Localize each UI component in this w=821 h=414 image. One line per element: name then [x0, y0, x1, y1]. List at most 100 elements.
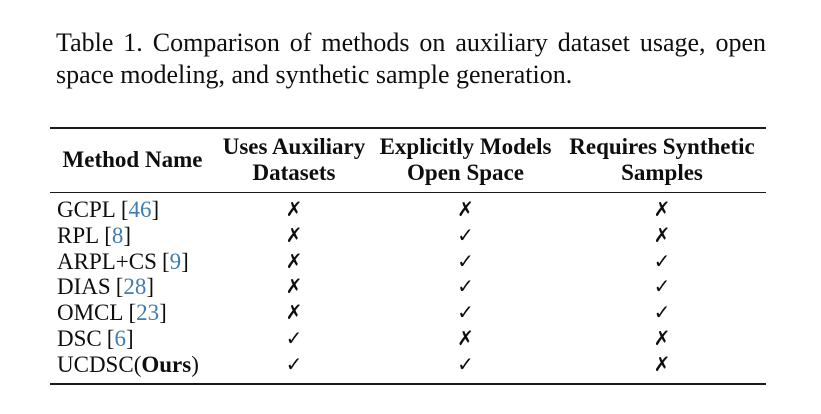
citation-bracket-open: [: [120, 197, 129, 222]
table-row: ARPL+CS[9] ✗ ✓ ✓: [50, 249, 766, 275]
column-header-method-name: Method Name: [62, 147, 203, 172]
citation-bracket-close: ]: [146, 274, 155, 300]
requires-synthetic-value: ✓: [558, 274, 766, 300]
citation-bracket-open: [: [104, 222, 112, 248]
uses-auxiliary-value: ✓: [215, 352, 373, 384]
uses-auxiliary-value: ✗: [215, 274, 373, 300]
citation-link[interactable]: 46: [128, 197, 152, 222]
models-open-space-value: ✓: [373, 249, 558, 275]
uses-auxiliary-value: ✗: [215, 193, 373, 223]
check-mark: ✓: [653, 274, 671, 299]
cross-mark: ✗: [653, 325, 671, 350]
requires-synthetic-value: ✓: [558, 249, 766, 275]
citation: [23]: [129, 300, 167, 325]
method-cell: GCPL[46]: [50, 193, 215, 223]
check-mark: ✓: [457, 274, 474, 299]
check-mark: ✓: [653, 248, 671, 273]
models-open-space-value: ✓: [373, 274, 558, 300]
citation-link[interactable]: 23: [136, 300, 160, 326]
citation-link[interactable]: 28: [123, 274, 147, 300]
citation-bracket-close: ]: [159, 300, 167, 326]
table-row: UCDSC(Ours) ✓ ✓ ✗: [50, 352, 766, 384]
citation-link[interactable]: 8: [111, 222, 124, 248]
method-cell: UCDSC(Ours): [50, 352, 215, 384]
citation: [9]: [162, 249, 189, 274]
citation-bracket-open: [: [161, 248, 170, 274]
ours-suffix: (Ours): [134, 352, 199, 377]
ours-paren-close: ): [191, 351, 199, 377]
cross-mark: ✗: [457, 325, 474, 350]
caption-text: Comparison of methods on auxiliary datas…: [56, 28, 767, 89]
citation-bracket-open: [: [115, 274, 124, 300]
models-open-space-value: ✓: [373, 223, 558, 249]
check-mark: ✓: [457, 222, 474, 247]
check-mark: ✓: [457, 248, 474, 273]
citation: [6]: [107, 326, 134, 351]
check-mark: ✓: [285, 351, 303, 376]
requires-synthetic-value: ✗: [558, 352, 766, 384]
cross-mark: ✗: [285, 300, 303, 325]
method-cell: DSC[6]: [50, 326, 215, 352]
table-caption: Table 1. Comparison of methods on auxili…: [56, 27, 766, 91]
requires-synthetic-value: ✗: [558, 223, 766, 249]
citation: [8]: [104, 223, 131, 248]
method-name: OMCL: [57, 300, 124, 326]
header-line: Explicitly Models: [379, 134, 552, 159]
citation-bracket-open: [: [106, 325, 115, 351]
header-line: Samples: [621, 160, 703, 185]
citation-link[interactable]: 9: [169, 248, 182, 274]
models-open-space-value: ✓: [373, 352, 558, 384]
uses-auxiliary-value: ✗: [215, 249, 373, 275]
citation: [28]: [116, 274, 154, 299]
method-name: ARPL+CS: [57, 248, 157, 274]
cross-mark: ✗: [285, 274, 303, 299]
cross-mark: ✗: [653, 222, 671, 247]
uses-auxiliary-value: ✓: [215, 326, 373, 352]
check-mark: ✓: [457, 351, 474, 376]
header-line: Datasets: [252, 160, 336, 185]
citation-bracket-open: [: [128, 300, 137, 326]
table-row: GCPL[46] ✗ ✗ ✗: [50, 193, 766, 223]
table-row: OMCL[23] ✗ ✓ ✓: [50, 300, 766, 326]
citation-bracket-close: ]: [181, 248, 189, 274]
cross-mark: ✗: [653, 197, 671, 221]
requires-synthetic-value: ✗: [558, 193, 766, 223]
method-cell: RPL[8]: [50, 223, 215, 249]
method-name: RPL: [57, 222, 100, 248]
cross-mark: ✗: [285, 248, 303, 273]
table-row: DIAS[28] ✗ ✓ ✓: [50, 274, 766, 300]
citation-bracket-close: ]: [123, 222, 132, 248]
table-row: DSC[6] ✓ ✗ ✗: [50, 326, 766, 352]
cross-mark: ✗: [285, 222, 303, 247]
header-line: Requires Synthetic: [569, 134, 755, 159]
check-mark: ✓: [285, 325, 303, 350]
method-cell: ARPL+CS[9]: [50, 249, 215, 275]
cross-mark: ✗: [457, 197, 474, 221]
ours-label: Ours: [141, 351, 192, 377]
requires-synthetic-value: ✓: [558, 300, 766, 326]
table-row: RPL[8] ✗ ✓ ✗: [50, 223, 766, 249]
caption-label: Table 1.: [56, 28, 143, 57]
cross-mark: ✗: [285, 197, 303, 221]
method-cell: DIAS[28]: [50, 274, 215, 300]
citation-link[interactable]: 6: [114, 325, 126, 351]
citation-bracket-close: ]: [125, 325, 134, 351]
models-open-space-value: ✗: [373, 193, 558, 223]
cross-mark: ✗: [653, 351, 671, 376]
citation-bracket-close: ]: [151, 197, 160, 222]
method-cell: OMCL[23]: [50, 300, 215, 326]
requires-synthetic-value: ✗: [558, 326, 766, 352]
header-line: Open Space: [407, 160, 524, 185]
method-name: DIAS: [57, 274, 111, 300]
uses-auxiliary-value: ✗: [215, 223, 373, 249]
method-name: GCPL: [57, 197, 116, 222]
models-open-space-value: ✓: [373, 300, 558, 326]
method-name: UCDSC: [57, 351, 134, 377]
